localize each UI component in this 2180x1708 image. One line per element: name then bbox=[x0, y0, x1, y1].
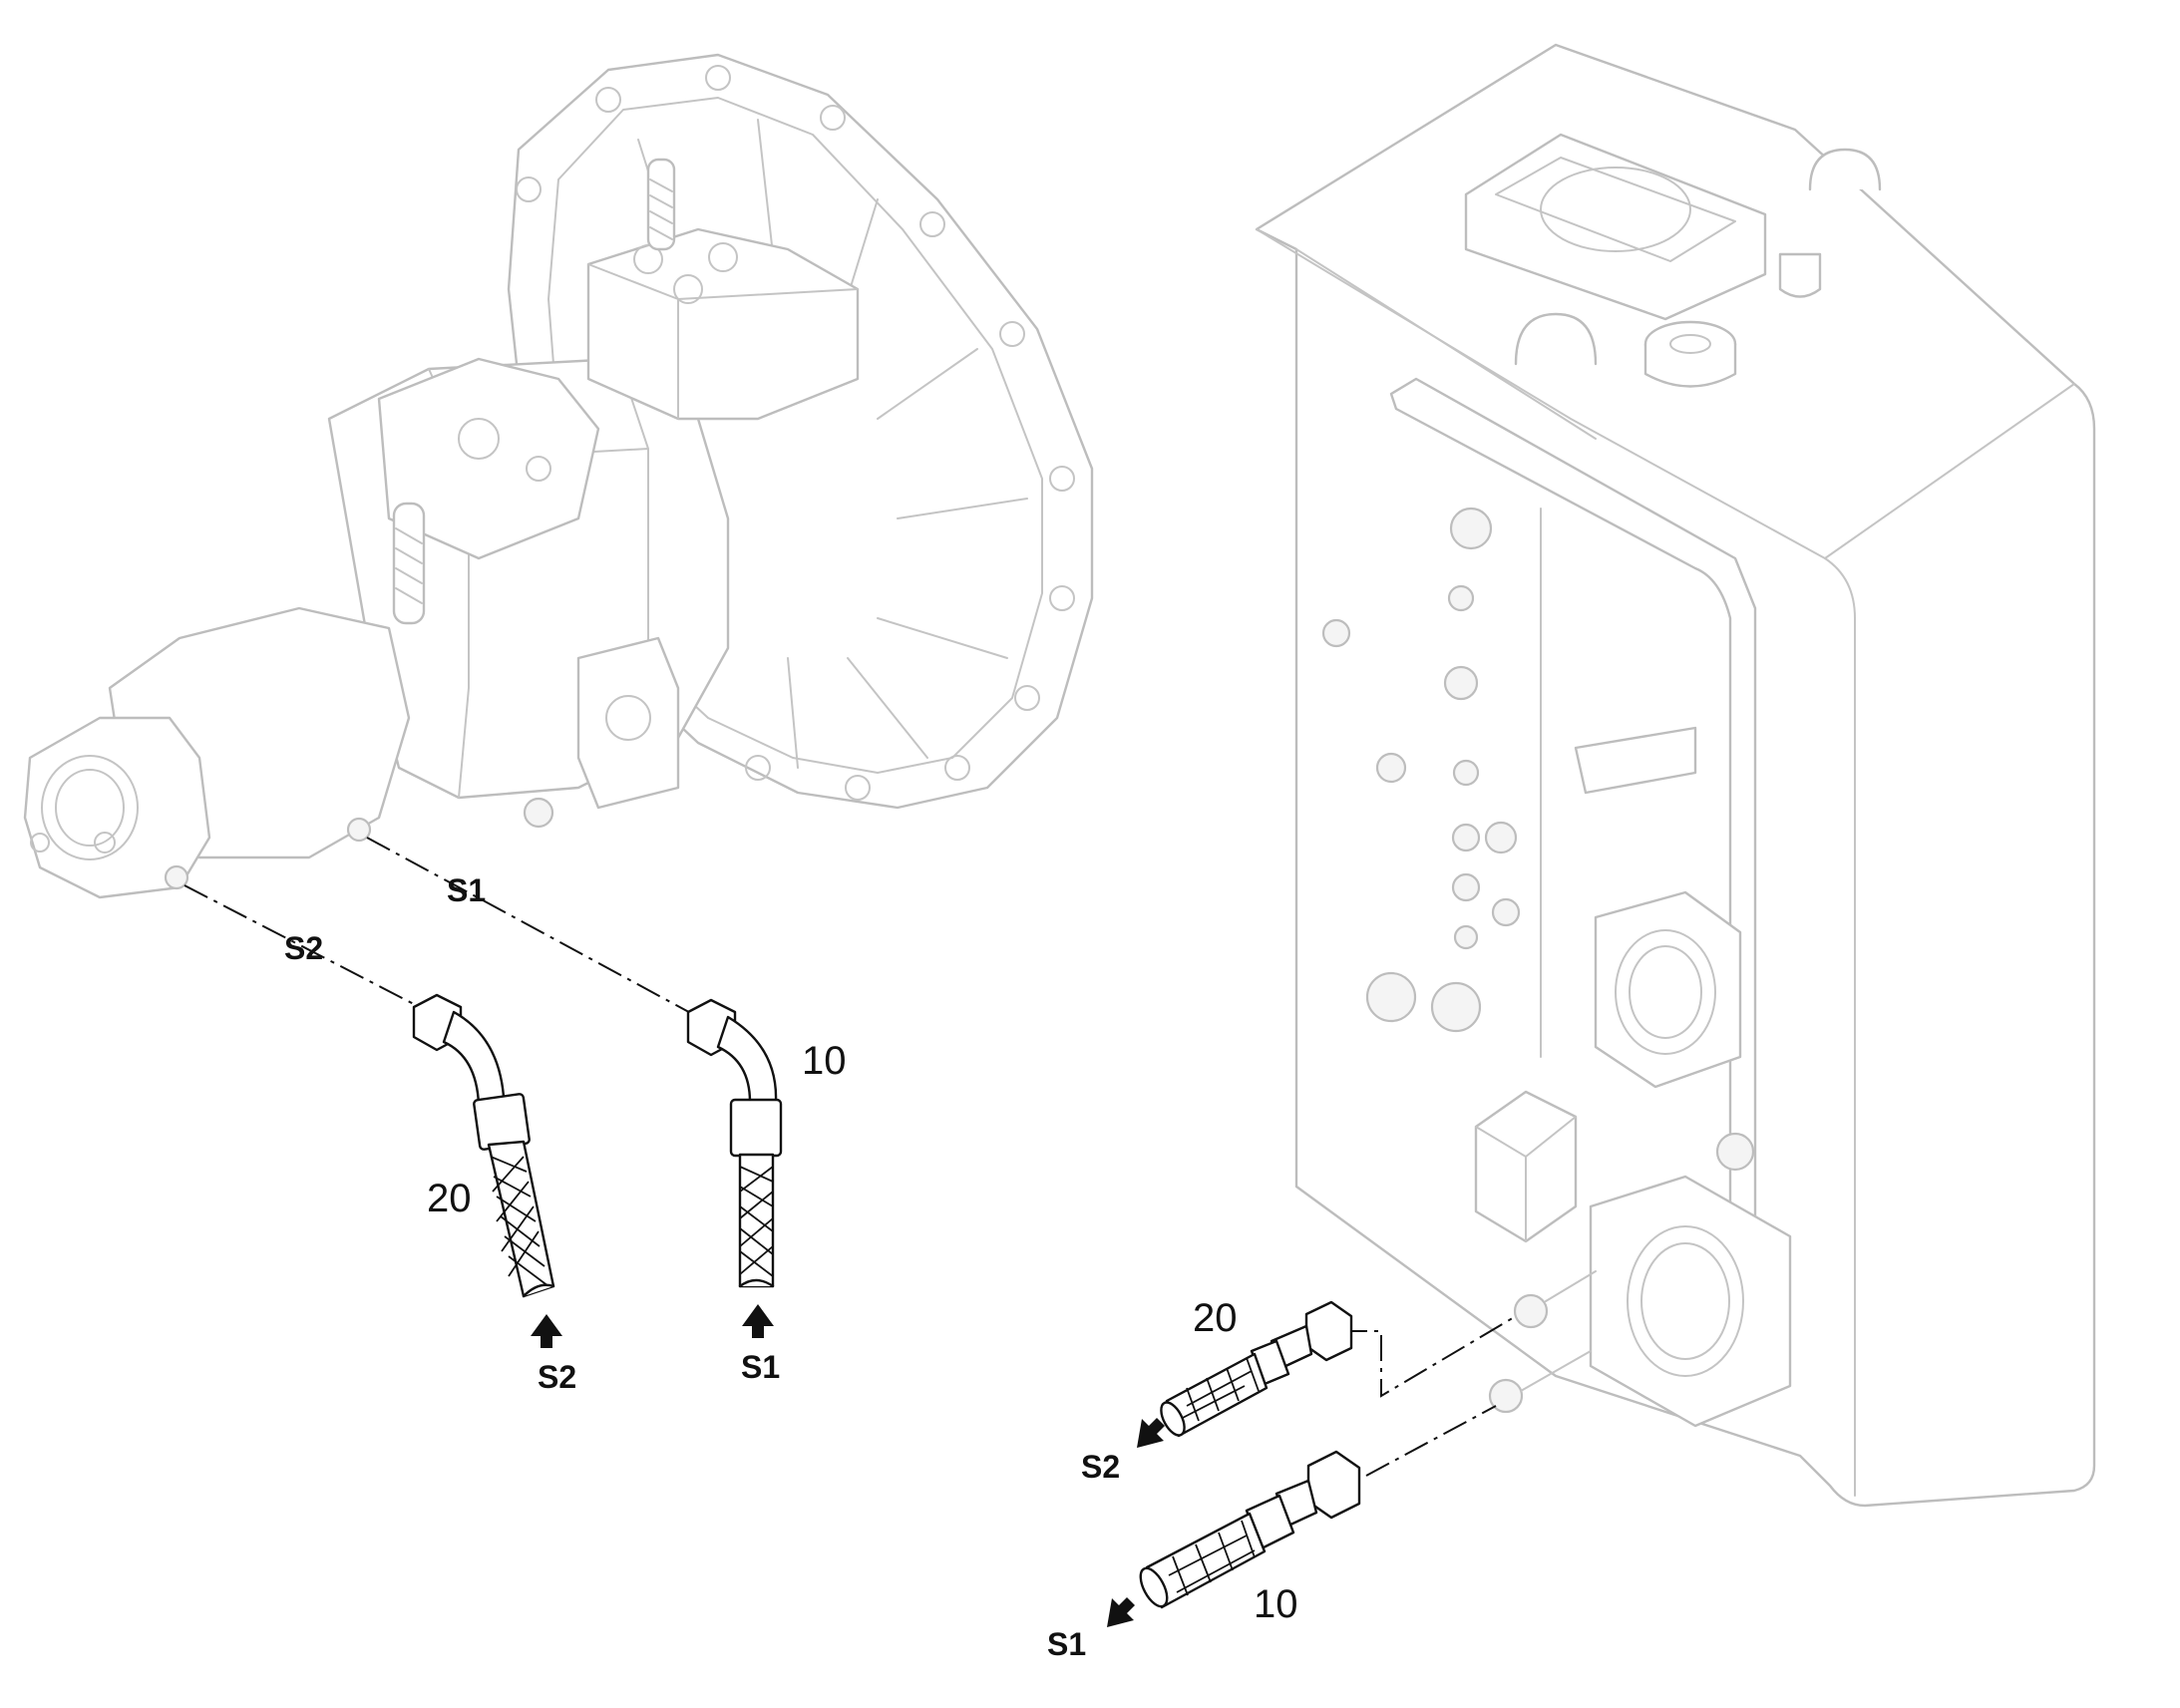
flow-arrows bbox=[531, 1304, 1165, 1627]
hydraulic-pump-assembly bbox=[23, 53, 1094, 899]
leader-s2-left bbox=[183, 884, 440, 1018]
part-number-10-left: 10 bbox=[802, 1039, 847, 1083]
label-s1-arrow-right: S1 bbox=[1047, 1626, 1086, 1662]
arrow-up-icon bbox=[531, 1314, 562, 1348]
hose-nut-hex bbox=[1304, 1300, 1353, 1362]
hydraulic-tank bbox=[1255, 43, 2096, 1508]
label-s2-arrow-left: S2 bbox=[538, 1359, 576, 1395]
leader-10-right bbox=[1365, 1405, 1497, 1477]
label-s2-line-left: S2 bbox=[284, 930, 323, 966]
hose-20-left bbox=[412, 993, 555, 1298]
leader-s1-left bbox=[366, 837, 699, 1018]
arrow-down-left-icon bbox=[1107, 1597, 1135, 1627]
part-number-20-right: 20 bbox=[1193, 1296, 1238, 1340]
leader-20-right bbox=[1341, 1315, 1517, 1398]
label-s2-arrow-right: S2 bbox=[1081, 1449, 1120, 1485]
arrow-down-left-icon bbox=[1137, 1418, 1165, 1448]
hose-10-left bbox=[686, 998, 783, 1288]
label-s1-arrow-left: S1 bbox=[741, 1349, 780, 1385]
leader-lines bbox=[183, 837, 1517, 1477]
part-number-20-left: 20 bbox=[427, 1177, 472, 1220]
part-number-10-right: 10 bbox=[1254, 1582, 1298, 1626]
label-s1-line-left: S1 bbox=[447, 872, 486, 908]
hose-10-right bbox=[1139, 1450, 1361, 1609]
hose-20-right bbox=[1160, 1300, 1353, 1438]
arrow-up-icon bbox=[742, 1304, 774, 1338]
